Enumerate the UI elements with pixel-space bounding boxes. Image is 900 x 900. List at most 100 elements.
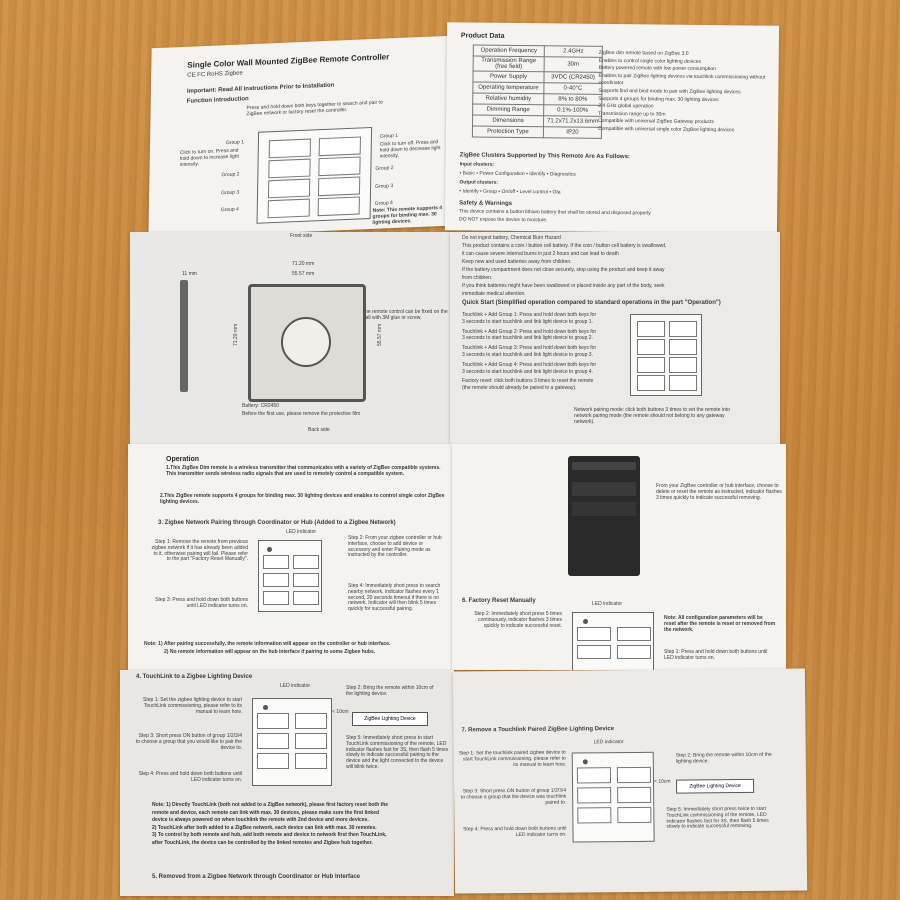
touchlink-step4: Step 4: Press and hold down both buttons… bbox=[138, 771, 242, 783]
remote-button bbox=[637, 357, 665, 373]
remove-remote-drawing bbox=[571, 751, 655, 843]
led-indicator-dot bbox=[583, 619, 588, 624]
operation-p2: 2.This ZigBee remote supports 4 groups f… bbox=[160, 493, 445, 505]
height-dimension-inner: 55.57 mm bbox=[377, 323, 384, 346]
remote-button bbox=[257, 753, 289, 769]
spec-label: Protection Type bbox=[472, 126, 544, 138]
pairing-note2: 2) No remote information will appear on … bbox=[164, 649, 376, 655]
spec-label: Power Supply bbox=[472, 71, 545, 83]
led-indicator-dot bbox=[263, 705, 268, 710]
input-clusters-label: Input clusters: bbox=[459, 161, 495, 168]
remote-button bbox=[669, 339, 697, 355]
touchlink-led-label: LED indicator bbox=[280, 683, 311, 689]
remove-step4: Step 4: Press and hold down both buttons… bbox=[463, 825, 567, 838]
safety-line: DO NOT expose the device to moisture. bbox=[458, 216, 548, 224]
remote-button bbox=[577, 645, 611, 659]
remove-led-label: LED indicator bbox=[593, 739, 624, 746]
spec-label: Transmission Range (free field) bbox=[473, 56, 545, 72]
group1-left-label: Group 1 bbox=[225, 139, 245, 147]
section5-heading: 5. Removed from a Zigbee Network through… bbox=[152, 874, 361, 880]
remove-step5: Step 5: Immediately short press twice to… bbox=[666, 805, 769, 830]
pairing-note1: Note: 1) After pairing successfully, the… bbox=[144, 641, 391, 647]
quick-start-heading: Quick Start (Simplified operation compar… bbox=[462, 300, 721, 306]
spec-value: 71.2x71.2x13.6mm bbox=[543, 115, 602, 128]
remote-button bbox=[268, 158, 311, 179]
panel-operation-right: From your ZigBee controller or hub inter… bbox=[452, 444, 786, 670]
reset-remote-drawing bbox=[572, 612, 654, 670]
spec-value: IP20 bbox=[543, 126, 602, 139]
click-on-text: Click to turn on. Press and hold down to… bbox=[179, 147, 239, 168]
feature-bullets: ZigBee dim remote based on ZigBee 3.0 En… bbox=[598, 50, 777, 135]
remote-button bbox=[293, 573, 319, 587]
led-indicator-label: LED indicator bbox=[286, 529, 317, 535]
front-side-caption: Front side bbox=[290, 233, 313, 239]
group2-right-label: Group 2 bbox=[375, 165, 394, 172]
remove-step1: Step 1: Set the touchlink paired zigbee … bbox=[458, 749, 566, 768]
touchlink-note-line: after TouchLink, the device can be contr… bbox=[152, 839, 373, 846]
quick-start-item: Touchlink + Add Group 3: Press and hold … bbox=[462, 345, 597, 358]
safety-line: If you think batteries might have been s… bbox=[462, 283, 665, 289]
quick-start-remote-drawing bbox=[630, 314, 702, 396]
safety-line: This product contains a coin / button ce… bbox=[462, 243, 667, 249]
quick-start-item: Touchlink + Add Group 1: Press and hold … bbox=[462, 312, 597, 325]
remote-side-profile bbox=[180, 280, 188, 392]
pairing-step1: Step 1: Remove the remote from previous … bbox=[151, 539, 248, 563]
hub-app-header bbox=[572, 462, 636, 470]
hub-app-row bbox=[572, 482, 636, 496]
safety-line: Keep new and used batteries away from ch… bbox=[462, 259, 572, 265]
quick-start-list: Touchlink + Add Group 1: Press and hold … bbox=[462, 312, 598, 392]
remote-button bbox=[617, 806, 652, 824]
spec-value: 0-40°C bbox=[543, 82, 602, 95]
touchlink-note-line: 3) To control by both remote and hub, ad… bbox=[152, 832, 387, 838]
group-note: Note: This remote supports 4 groups for … bbox=[372, 204, 443, 226]
manual-title: Single Color Wall Mounted ZigBee Remote … bbox=[187, 52, 390, 70]
product-data-heading: Product Data bbox=[460, 32, 505, 40]
spec-label: Dimensions bbox=[472, 115, 544, 127]
remote-button bbox=[317, 176, 361, 197]
safety-line: from children. bbox=[462, 275, 493, 281]
remote-back-drawing bbox=[248, 284, 366, 402]
spec-label: Operation Frequency bbox=[473, 45, 545, 57]
section4-heading: 4. TouchLink to a Zigbee Lighting Device bbox=[136, 674, 253, 680]
remote-button bbox=[616, 766, 652, 784]
led-indicator-dot bbox=[267, 547, 272, 552]
remote-button bbox=[257, 713, 289, 729]
led-indicator-dot bbox=[582, 759, 588, 765]
touchlink-notes: Note: 1) Directly TouchLink (both not ad… bbox=[152, 802, 452, 847]
remote-button bbox=[669, 357, 697, 373]
touchlink-step2: Step 2: Bring the remote within 10cm of … bbox=[346, 685, 434, 697]
quick-start-item: Touchlink + Add Group 4: Press and hold … bbox=[462, 361, 597, 375]
remove-device-box: ZigBee Lighting Device bbox=[675, 778, 755, 794]
panel-bottom-left: 4. TouchLink to a Zigbee Lighting Device… bbox=[120, 670, 454, 896]
remote-button bbox=[576, 767, 612, 784]
touchlink-step5: Step 5: Immediately short press to start… bbox=[346, 735, 449, 770]
group4-left-label: Group 4 bbox=[220, 206, 239, 214]
hub-app-screenshot bbox=[568, 456, 640, 576]
remote-button bbox=[267, 198, 310, 219]
remote-button bbox=[267, 178, 311, 199]
remote-button bbox=[295, 753, 327, 769]
battery-label: Battery: CR2450 bbox=[242, 403, 279, 409]
section6-heading: 6. Factory Reset Manually bbox=[462, 598, 536, 604]
panel-top-left: Single Color Wall Mounted ZigBee Remote … bbox=[148, 35, 452, 239]
pairing-step2: Step 2: From your zigbee controller or h… bbox=[348, 535, 442, 559]
remote-button bbox=[669, 321, 697, 337]
safety-line: Do not ingest battery, Chemical Burn Haz… bbox=[462, 235, 561, 241]
cert-logos: CE FC RoHS Zigbee bbox=[187, 70, 243, 79]
section3-heading: 3. Zigbee Network Pairing through Coordi… bbox=[158, 520, 396, 526]
output-clusters-list: • Identify • Group • On/off • Level cont… bbox=[459, 188, 561, 196]
remote-button bbox=[617, 627, 651, 641]
operation-p1: 1.This ZigBee Dim remote is a wireless t… bbox=[166, 465, 441, 477]
remote-button bbox=[577, 807, 612, 824]
spec-value: 0.1%-100% bbox=[543, 104, 602, 117]
hub-app-row bbox=[572, 502, 636, 516]
section7-heading: 7. Remove a Touchlink Paired ZigBee Ligh… bbox=[461, 726, 615, 734]
spec-value: 2.4GHz bbox=[544, 45, 603, 58]
battery-compartment bbox=[281, 317, 331, 367]
remote-button bbox=[293, 591, 319, 605]
safety-line: it can cause severe internal burns in ju… bbox=[462, 251, 619, 257]
remote-button bbox=[263, 555, 289, 569]
remote-button bbox=[317, 196, 360, 217]
